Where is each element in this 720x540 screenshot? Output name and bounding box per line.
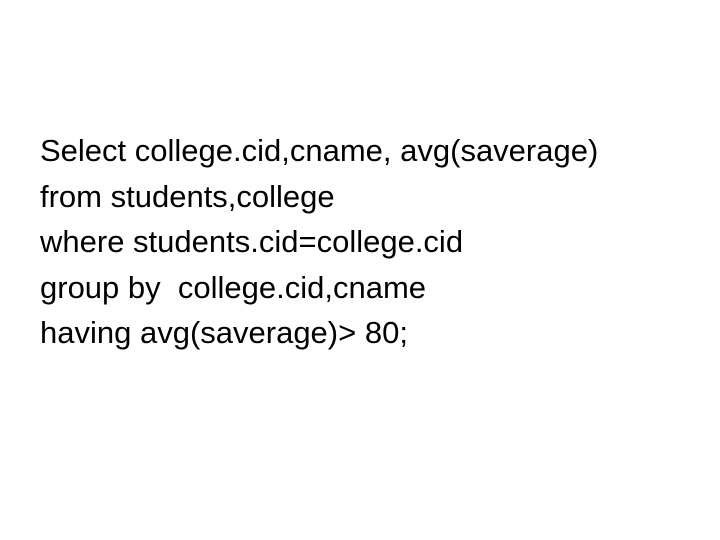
sql-query-line-2: from students,college bbox=[40, 178, 335, 214]
sql-query-line-3: where students.cid=college.cid bbox=[40, 224, 464, 259]
sql-query-line-5: having avg(saverage)> 80; bbox=[40, 315, 408, 350]
sql-query-line-1: Select college.cid,cname, avg(saverage) bbox=[40, 133, 599, 168]
sql-query-line-4: group by college.cid,cname bbox=[40, 269, 427, 305]
sql-query-block: Select college.cid,cname, avg(saverage) … bbox=[40, 128, 680, 356]
